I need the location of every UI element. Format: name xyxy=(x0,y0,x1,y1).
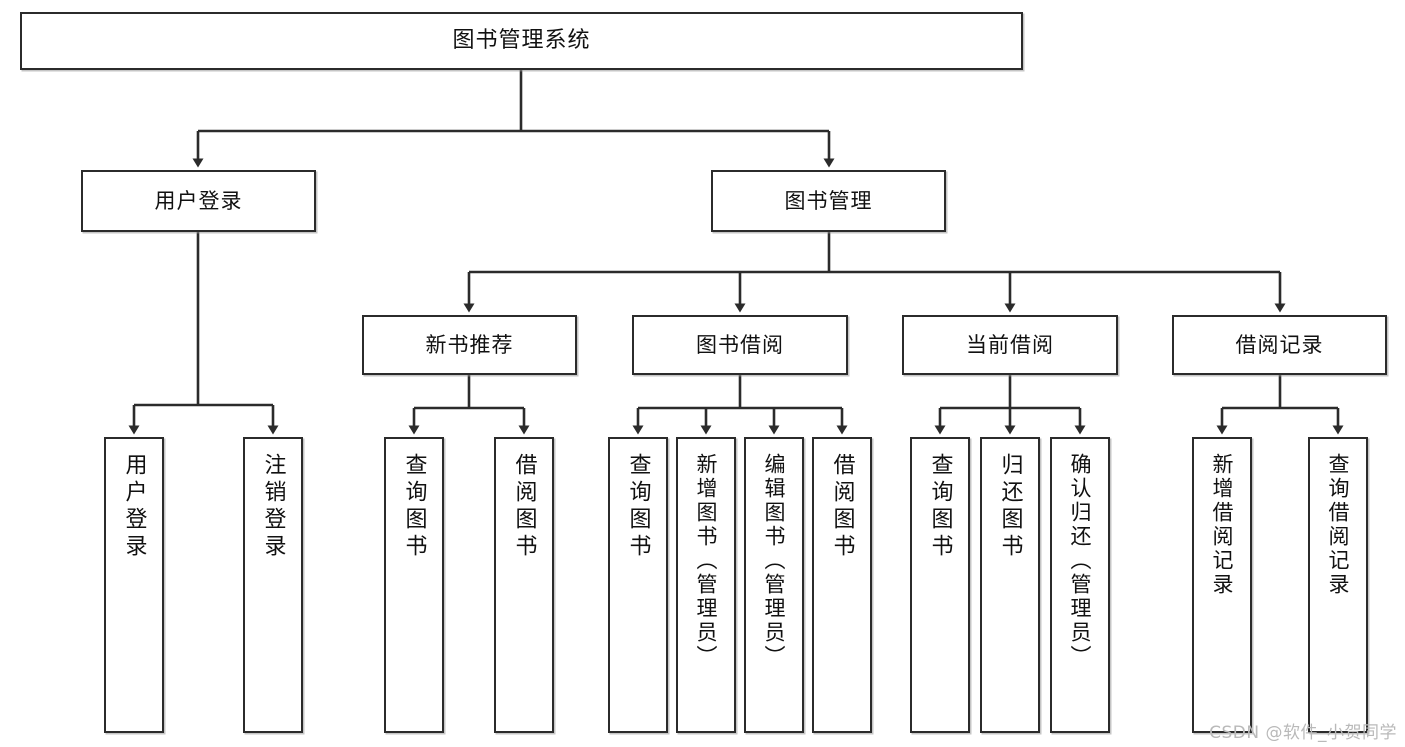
node-label: 新书推荐 xyxy=(425,332,514,357)
node-label: 查询图书 xyxy=(401,453,427,561)
node-leaf-add-book[interactable]: 新增图书（管理员） xyxy=(676,437,736,733)
node-label: 用户登录 xyxy=(154,188,243,213)
node-leaf-user-logout[interactable]: 注销登录 xyxy=(243,437,303,733)
node-leaf-query-record[interactable]: 查询借阅记录 xyxy=(1308,437,1368,733)
node-label: 当前借阅 xyxy=(966,332,1054,357)
node-label: 新增借阅记录 xyxy=(1210,453,1235,597)
node-label: 查询借阅记录 xyxy=(1326,453,1351,597)
node-label: 新增图书（管理员） xyxy=(694,453,719,669)
node-label: 注销登录 xyxy=(260,453,286,561)
node-leaf-user-login[interactable]: 用户登录 xyxy=(104,437,164,733)
node-label: 用户登录 xyxy=(121,453,147,561)
node-label: 借阅图书 xyxy=(511,453,537,561)
node-book-manage[interactable]: 图书管理 xyxy=(711,170,946,232)
node-root-system[interactable]: 图书管理系统 xyxy=(20,12,1023,70)
node-leaf-query-book-3[interactable]: 查询图书 xyxy=(910,437,970,733)
node-label: 图书借阅 xyxy=(696,332,784,357)
node-new-book-recommend[interactable]: 新书推荐 xyxy=(362,315,577,375)
node-label: 图书管理 xyxy=(784,188,873,213)
node-leaf-borrow-book-2[interactable]: 借阅图书 xyxy=(812,437,872,733)
node-label: 查询图书 xyxy=(625,453,651,561)
node-leaf-confirm-return[interactable]: 确认归还（管理员） xyxy=(1050,437,1110,733)
node-leaf-add-record[interactable]: 新增借阅记录 xyxy=(1192,437,1252,733)
node-label: 确认归还（管理员） xyxy=(1068,453,1093,669)
node-label: 借阅记录 xyxy=(1235,332,1324,357)
node-label: 查询图书 xyxy=(927,453,953,561)
node-book-borrow[interactable]: 图书借阅 xyxy=(632,315,848,375)
node-leaf-return-book[interactable]: 归还图书 xyxy=(980,437,1040,733)
node-label: 归还图书 xyxy=(997,453,1023,561)
node-label: 编辑图书（管理员） xyxy=(762,453,787,669)
node-borrow-record[interactable]: 借阅记录 xyxy=(1172,315,1387,375)
csdn-watermark: CSDN @软件_小贺同学 xyxy=(1209,723,1397,743)
node-leaf-query-book-1[interactable]: 查询图书 xyxy=(384,437,444,733)
node-user-login[interactable]: 用户登录 xyxy=(81,170,316,232)
node-current-borrow[interactable]: 当前借阅 xyxy=(902,315,1118,375)
node-leaf-borrow-book-1[interactable]: 借阅图书 xyxy=(494,437,554,733)
node-label: 图书管理系统 xyxy=(452,28,591,54)
node-label: 借阅图书 xyxy=(829,453,855,561)
node-leaf-query-book-2[interactable]: 查询图书 xyxy=(608,437,668,733)
node-leaf-edit-book[interactable]: 编辑图书（管理员） xyxy=(744,437,804,733)
